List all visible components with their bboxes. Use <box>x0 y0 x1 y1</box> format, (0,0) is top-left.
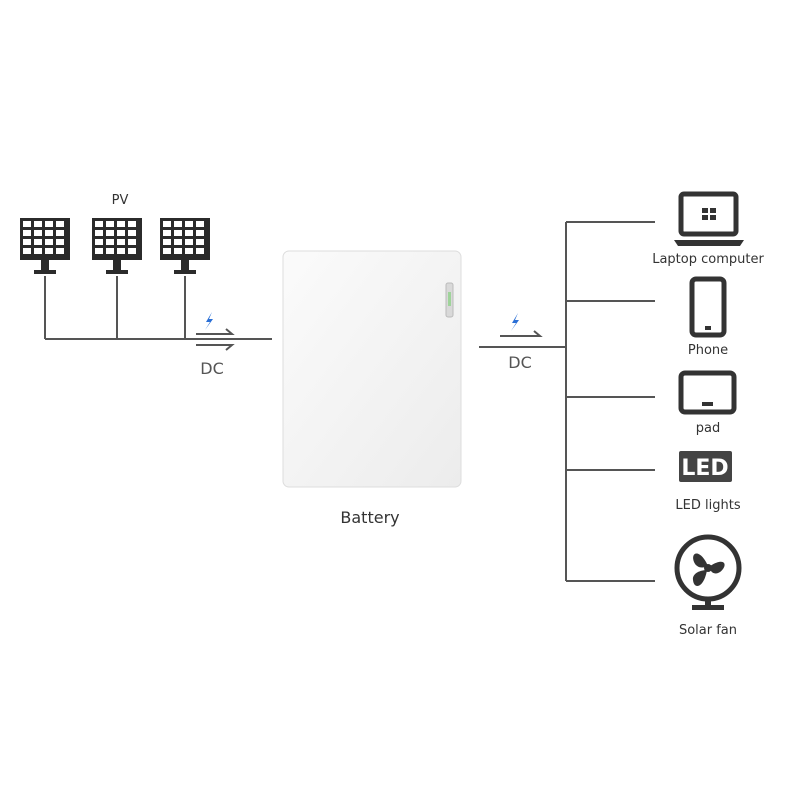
pv-wiring <box>44 276 272 340</box>
fan-icon <box>674 534 742 610</box>
charge-arrow-icon <box>196 328 235 351</box>
led-icon-text: LED <box>681 456 728 481</box>
lightning-bolt-icon <box>511 313 519 331</box>
battery-unit: Battery <box>282 250 462 527</box>
device-led: LED LED lights <box>675 451 741 513</box>
led-icon: LED <box>679 451 732 482</box>
laptop-icon <box>674 191 744 246</box>
device-label: Solar fan <box>679 623 737 638</box>
device-label: Laptop computer <box>652 252 764 267</box>
dc-input-marker: DC <box>196 312 235 378</box>
pv-array: PV <box>20 193 210 274</box>
dc-output-marker: DC <box>500 313 543 372</box>
pv-label: PV <box>112 193 129 208</box>
solar-panel-icon <box>160 218 210 274</box>
solar-panel-icon <box>92 218 142 274</box>
battery-label: Battery <box>340 508 399 527</box>
device-pad: pad <box>678 370 737 436</box>
load-wiring <box>479 221 655 582</box>
lightning-bolt-icon <box>205 312 213 330</box>
discharge-arrow-icon <box>500 330 543 337</box>
dc-right-label: DC <box>508 353 532 372</box>
solar-panel-icon <box>20 218 70 274</box>
device-phone: Phone <box>688 276 728 358</box>
device-label: Phone <box>688 343 728 358</box>
device-label: pad <box>696 421 720 436</box>
device-laptop: Laptop computer <box>652 191 764 267</box>
device-fan: Solar fan <box>674 534 742 638</box>
tablet-icon <box>678 370 737 415</box>
device-label: LED lights <box>675 498 740 513</box>
dc-left-label: DC <box>200 359 224 378</box>
phone-icon <box>689 276 727 338</box>
